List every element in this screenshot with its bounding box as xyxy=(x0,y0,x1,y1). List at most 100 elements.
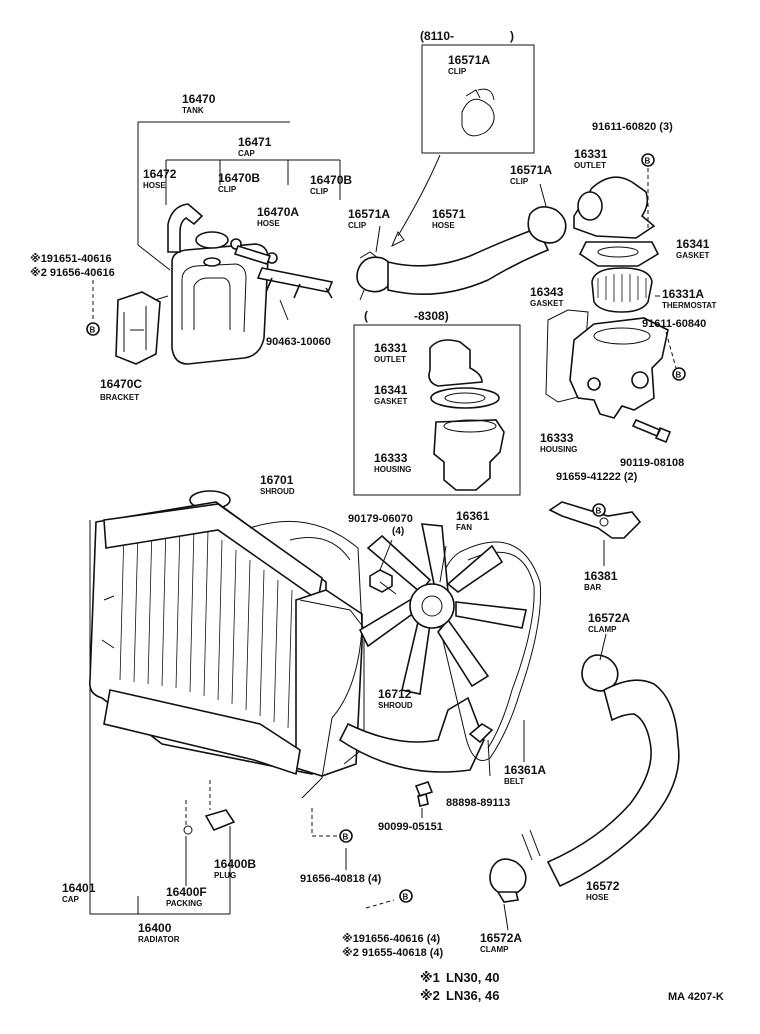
svg-text:GASKET: GASKET xyxy=(374,397,407,406)
svg-text:16341: 16341 xyxy=(676,237,710,251)
svg-text:※191656-40616 (4): ※191656-40616 (4) xyxy=(342,933,440,945)
part-label-16333: 16333 HOUSING xyxy=(540,431,577,454)
svg-text:CAP: CAP xyxy=(62,895,80,904)
svg-text:CLIP: CLIP xyxy=(348,221,367,230)
svg-text:HOSE: HOSE xyxy=(143,181,166,190)
inset-mid-paren: ( xyxy=(364,309,368,323)
inset-arrow xyxy=(391,154,441,248)
svg-text:OUTLET: OUTLET xyxy=(374,355,406,364)
svg-text:91611-60840: 91611-60840 xyxy=(642,318,706,330)
part-label-16572A-top: 16572A CLAMP xyxy=(588,611,630,634)
lower-hose-assembly xyxy=(489,633,680,931)
part-label-91655-40618: ※2 91655-40618 (4) xyxy=(342,947,444,959)
bolt-marker: B xyxy=(641,153,655,167)
svg-text:HOUSING: HOUSING xyxy=(374,465,411,474)
radiator-assembly xyxy=(88,490,363,915)
svg-text:91656-40818 (4): 91656-40818 (4) xyxy=(300,873,382,885)
part-label-16400: 16400 RADIATOR xyxy=(138,921,180,944)
legend-mark-2: ※2 xyxy=(420,988,440,1003)
svg-text:90463-10060: 90463-10060 xyxy=(266,336,331,348)
svg-text:CAP: CAP xyxy=(238,149,256,158)
svg-text:GASKET: GASKET xyxy=(530,299,563,308)
shroud-16712-drawing xyxy=(338,696,485,773)
svg-text:GASKET: GASKET xyxy=(676,251,709,260)
part-label-91611-60820: 91611-60820 (3) xyxy=(592,121,673,133)
part-label-91656-40616-4: ※191656-40616 (4) xyxy=(342,933,440,945)
part-label-90179: 90179-06070 (4) xyxy=(348,513,413,537)
svg-text:16572A: 16572A xyxy=(480,931,522,945)
svg-text:B: B xyxy=(596,507,602,516)
inset-outlet-drawing xyxy=(428,339,483,387)
svg-text:16571A: 16571A xyxy=(348,207,390,221)
hose-16470A-drawing xyxy=(233,245,272,265)
svg-text:16470A: 16470A xyxy=(257,205,299,219)
svg-text:16331A: 16331A xyxy=(662,287,704,301)
svg-text:16400F: 16400F xyxy=(166,885,207,899)
part-label-88898: 88898-89113 xyxy=(446,797,510,809)
bolt-marker: B xyxy=(339,829,353,843)
part-label-91659: 91659-41222 (2) xyxy=(556,471,638,483)
svg-text:BAR: BAR xyxy=(584,583,602,592)
svg-text:B: B xyxy=(645,157,651,166)
svg-text:90099-05151: 90099-05151 xyxy=(378,821,443,833)
legend-models-1: LN30, 40 xyxy=(446,970,499,985)
svg-text:(4): (4) xyxy=(392,526,404,537)
tank-cap-drawing xyxy=(195,231,229,249)
reference-code: MA 4207-K xyxy=(668,991,724,1003)
svg-text:HOSE: HOSE xyxy=(257,219,280,228)
part-label-16701: 16701 SHROUD xyxy=(260,473,295,496)
inset-outlet-housing-box: ( -8308) xyxy=(353,309,521,496)
part-label-16572: 16572 HOSE xyxy=(586,879,620,902)
svg-text:16571A: 16571A xyxy=(510,163,552,177)
part-label-16381: 16381 BAR xyxy=(584,569,618,592)
inset-label-16341: 16341 GASKET xyxy=(374,383,408,406)
svg-text:HOSE: HOSE xyxy=(432,221,455,230)
svg-text:16470B: 16470B xyxy=(218,171,260,185)
legend-models-2: LN36, 46 xyxy=(446,988,499,1003)
part-label-16471: 16471 CAP xyxy=(238,135,272,158)
part-label-91656-40818: 91656-40818 (4) xyxy=(300,873,382,885)
svg-text:BRACKET: BRACKET xyxy=(100,393,139,402)
part-label-91611-60840: 91611-60840 xyxy=(642,318,706,330)
part-label-90099: 90099-05151 xyxy=(378,821,443,833)
lower-hose-drawing xyxy=(546,679,680,888)
tank-drawing xyxy=(171,243,269,365)
bolt-marker: B xyxy=(86,322,100,336)
bolt-marker: B xyxy=(672,367,686,381)
svg-text:88898-89113: 88898-89113 xyxy=(446,797,510,809)
svg-text:PLUG: PLUG xyxy=(214,871,236,880)
svg-text:91659-41222 (2): 91659-41222 (2) xyxy=(556,471,638,483)
part-label-16571: 16571 HOSE xyxy=(432,207,466,230)
housing-16333-drawing xyxy=(569,317,669,419)
svg-text:16343: 16343 xyxy=(530,285,564,299)
thermostat-assembly xyxy=(545,168,677,566)
svg-text:91611-60820 (3): 91611-60820 (3) xyxy=(592,121,673,133)
part-label-16571A-top: 16571A CLIP xyxy=(448,53,490,76)
clip-drawing-inset xyxy=(461,88,495,137)
model-legend: ※1 LN30, 40 ※2 LN36, 46 xyxy=(420,970,499,1003)
inset-top-label: (8110- xyxy=(420,29,454,43)
part-label-16712: 16712 SHROUD xyxy=(378,687,413,710)
hose-16472-drawing xyxy=(167,203,204,253)
fan-16361-drawing xyxy=(358,523,527,695)
clamp-16572A-bottom-drawing xyxy=(489,858,527,896)
svg-text:B: B xyxy=(343,833,349,842)
part-label-16470: 16470 TANK xyxy=(182,92,216,115)
svg-text:90179-06070: 90179-06070 xyxy=(348,513,413,525)
inset-label-16331: 16331 OUTLET xyxy=(374,341,408,364)
part-label-16470B-b: 16470B CLIP xyxy=(310,173,352,196)
svg-text:CLIP: CLIP xyxy=(218,185,237,194)
svg-text:16341: 16341 xyxy=(374,383,408,397)
bolt-marker: B xyxy=(399,889,413,903)
part-label-16400B: 16400B PLUG xyxy=(214,857,256,880)
svg-text:※191651-40616: ※191651-40616 xyxy=(30,253,112,265)
svg-text:16712: 16712 xyxy=(378,687,412,701)
svg-text:16571A: 16571A xyxy=(448,53,490,67)
part-label-16361A: 16361A BELT xyxy=(504,763,546,786)
svg-text:16381: 16381 xyxy=(584,569,618,583)
fan-belt-assembly xyxy=(358,523,542,818)
inset-label-16333: 16333 HOUSING xyxy=(374,451,411,474)
svg-text:CLIP: CLIP xyxy=(310,187,329,196)
svg-text:CLIP: CLIP xyxy=(510,177,529,186)
svg-text:B: B xyxy=(403,893,409,902)
